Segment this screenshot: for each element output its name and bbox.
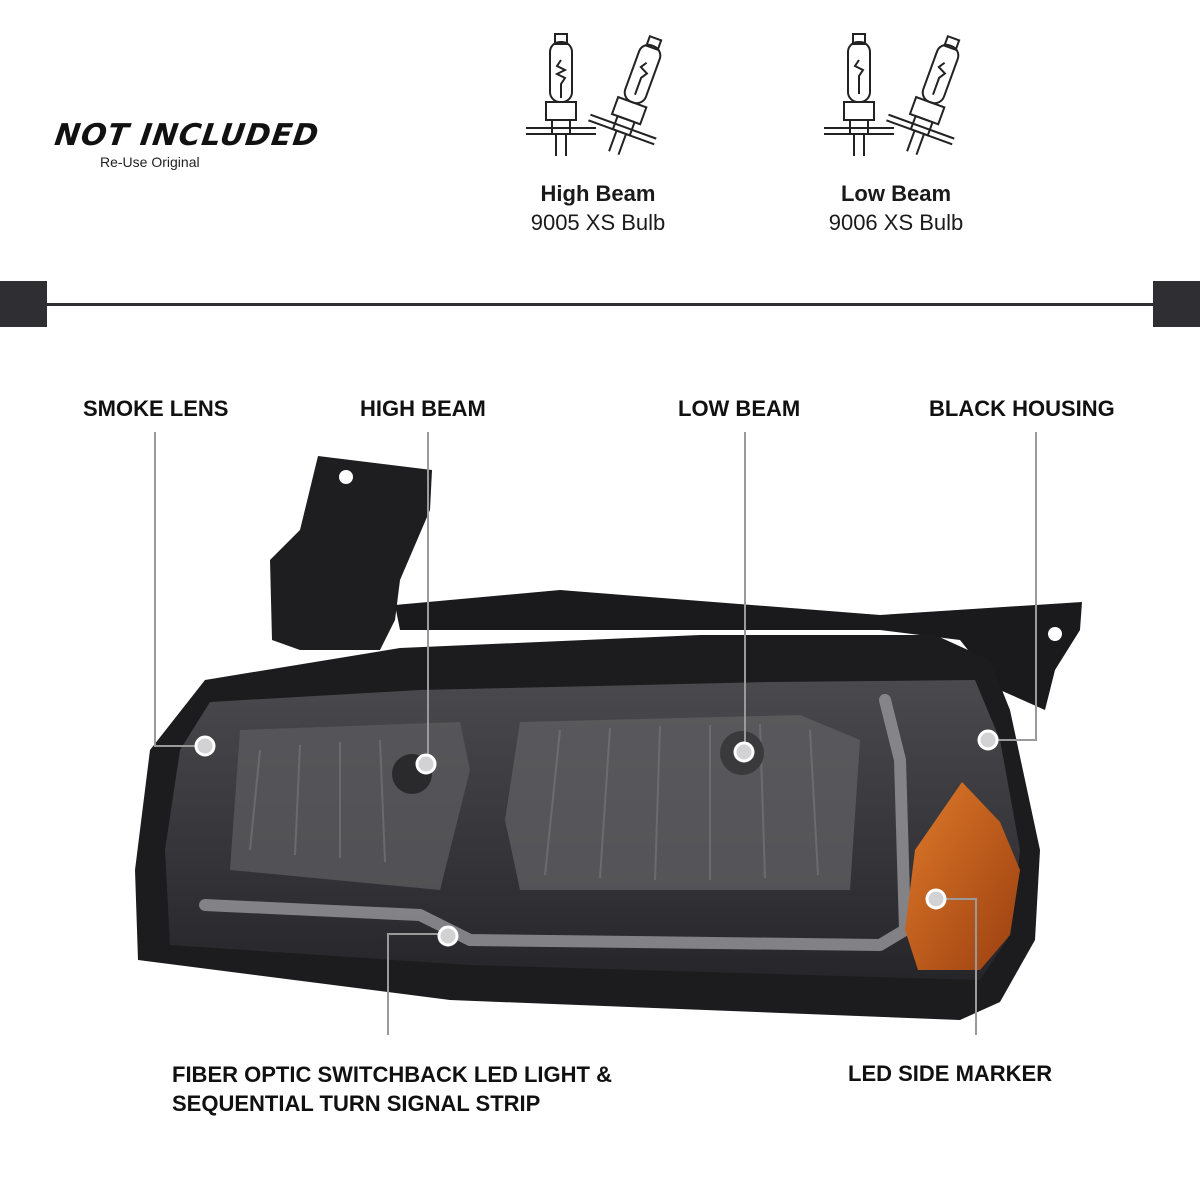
- low-beam-bulbs-icon: [824, 33, 961, 156]
- callout-dots: [194, 729, 999, 947]
- mount-hole: [339, 470, 353, 484]
- callout-smoke-lens: SMOKE LENS: [83, 396, 229, 421]
- halogen-bulb-icon: [526, 33, 596, 156]
- mounting-bracket: [270, 456, 432, 650]
- callout-fiber-optic: FIBER OPTIC SWITCHBACK LED LIGHT & SEQUE…: [172, 1062, 612, 1116]
- fiber-optic-led-strip: [199, 694, 911, 951]
- high-beam-title: High Beam: [540, 181, 656, 206]
- not-included-subtitle: Re-Use Original: [100, 154, 200, 170]
- high-beam-spec: 9005 XS Bulb: [530, 210, 666, 235]
- halogen-bulb-icon: [824, 33, 894, 156]
- reflector-facets: [249, 723, 819, 881]
- low-beam-reflector: [505, 715, 860, 890]
- leader-lines: [154, 432, 1037, 1035]
- high-beam-reflector: [230, 722, 470, 890]
- led-side-marker: [905, 782, 1020, 970]
- mount-hole: [1048, 627, 1062, 641]
- not-included-title: NOT INCLUDED: [52, 118, 322, 153]
- callout-black-housing: BLACK HOUSING: [929, 396, 1115, 421]
- low-beam-title: Low Beam: [840, 181, 952, 206]
- high-beam-bulbs-icon: [526, 33, 663, 156]
- rear-housing: [395, 590, 1082, 710]
- halogen-bulb-icon: [588, 34, 663, 156]
- section-divider: [0, 281, 1200, 327]
- callout-low-beam: LOW BEAM: [678, 396, 801, 421]
- callout-led-side-marker: LED SIDE MARKER: [848, 1061, 1053, 1086]
- callout-high-beam: HIGH BEAM: [360, 396, 486, 421]
- low-beam-spec: 9006 XS Bulb: [828, 210, 964, 235]
- headlight-illustration: [135, 432, 1082, 1035]
- halogen-bulb-icon: [886, 34, 961, 156]
